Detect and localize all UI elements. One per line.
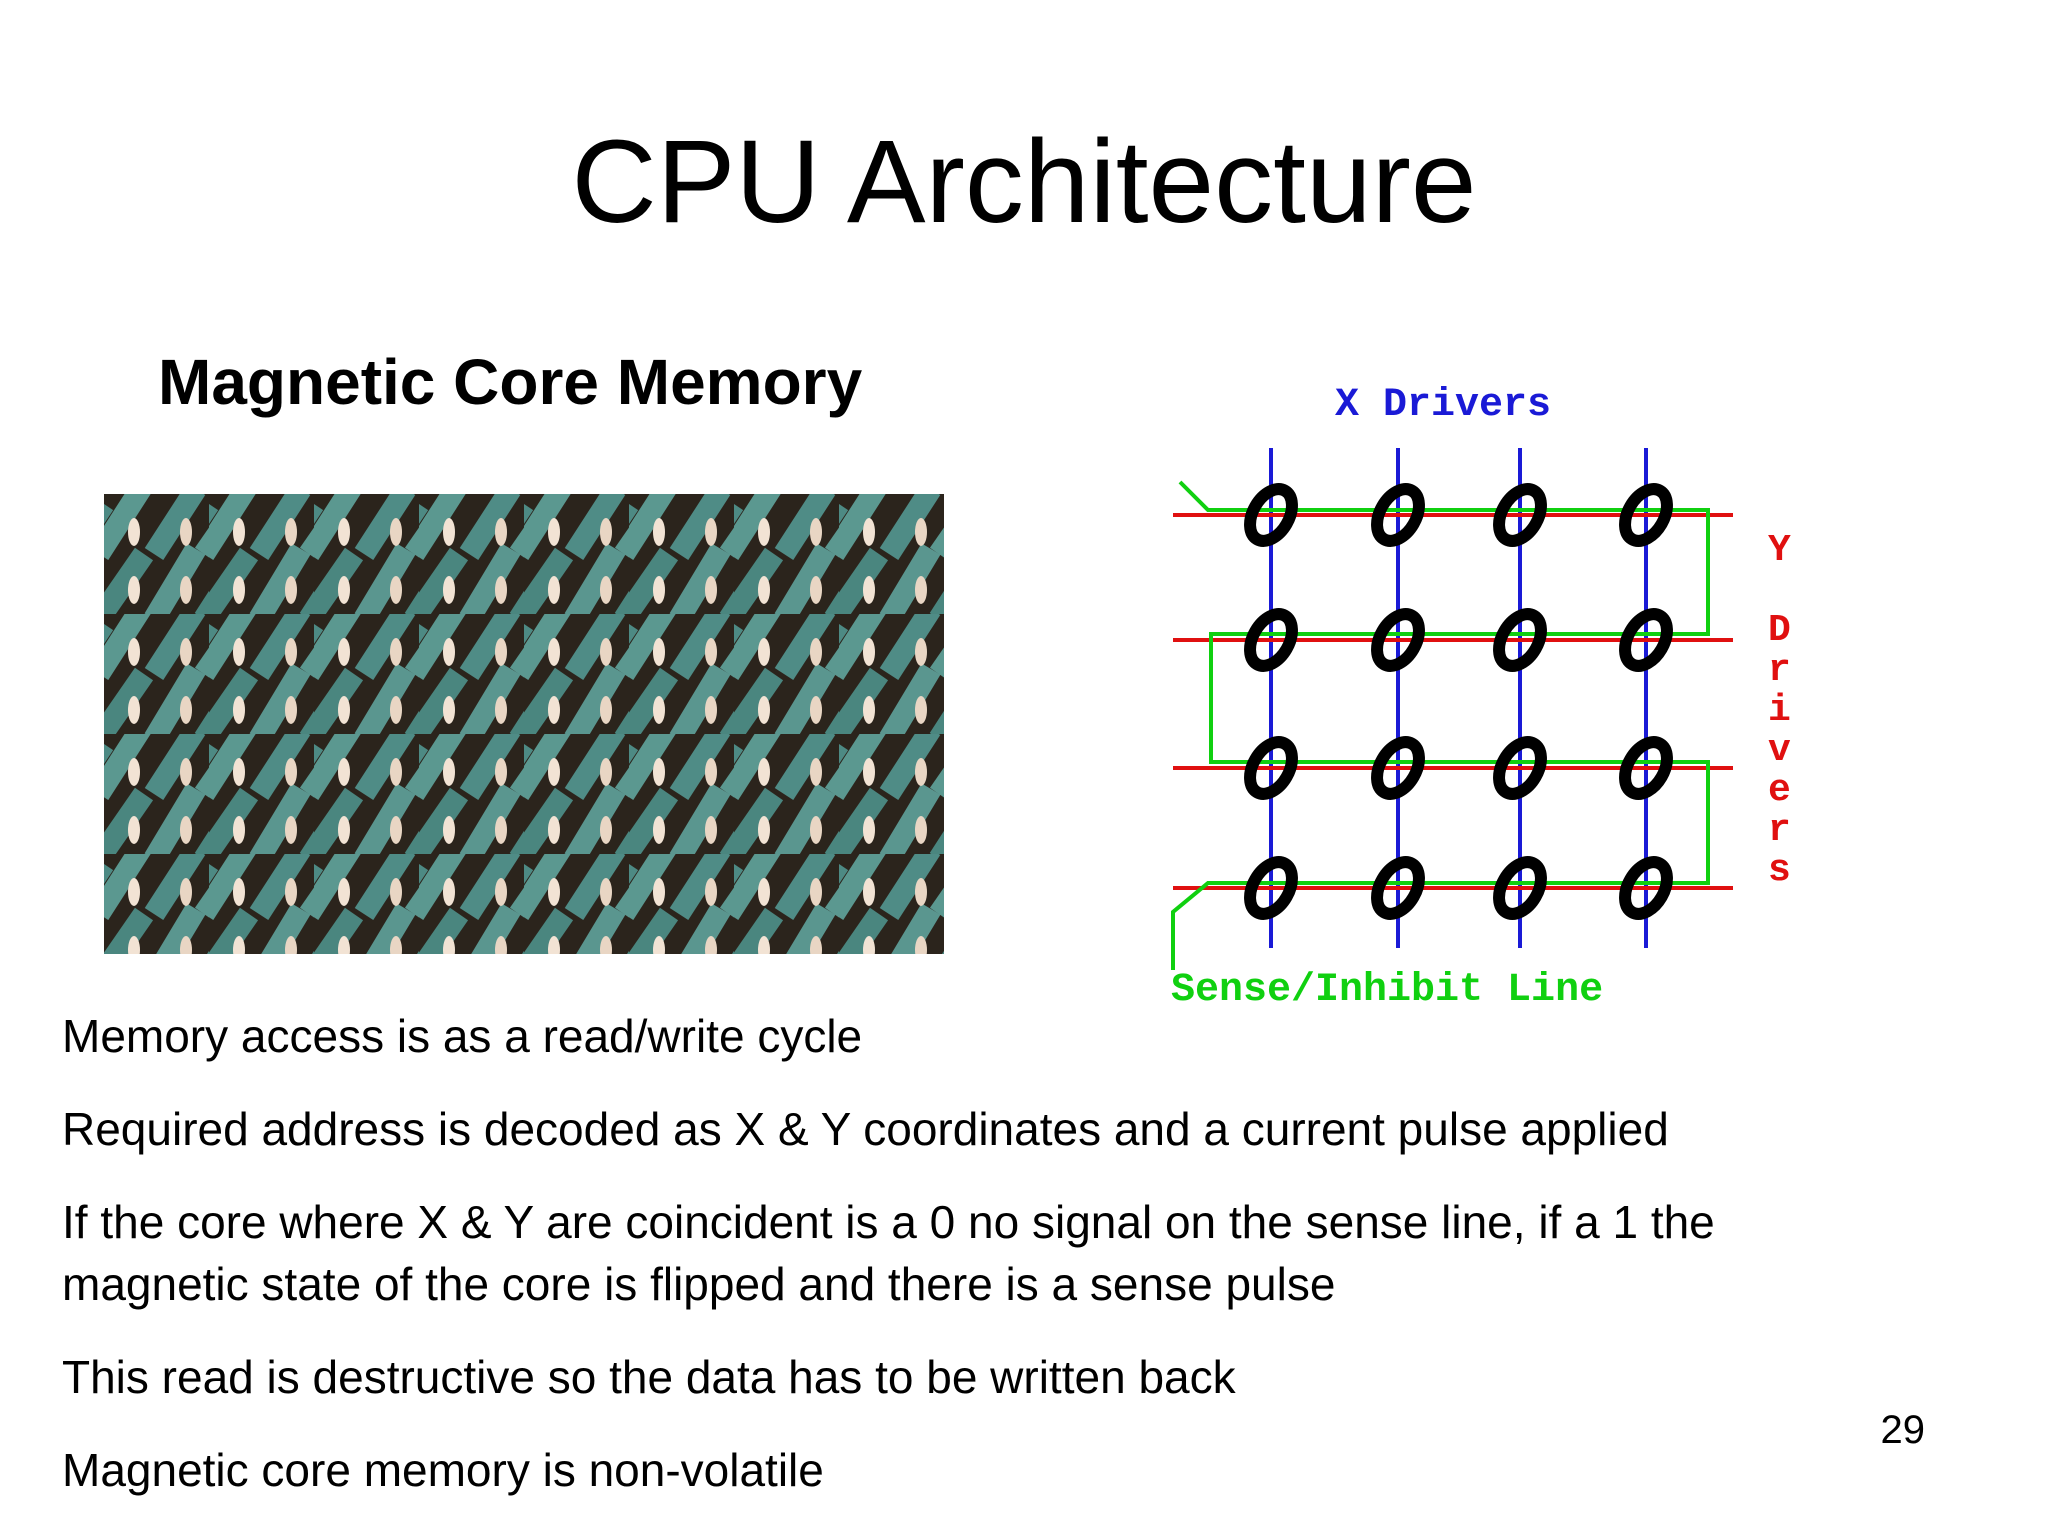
y-drivers-letter: r — [1768, 809, 1791, 852]
slide-subtitle: Magnetic Core Memory — [158, 346, 863, 418]
core-memory-photo — [104, 494, 944, 954]
y-driver-lines — [1173, 513, 1733, 890]
core-grid — [1244, 483, 1673, 920]
page-number: 29 — [1880, 1408, 1926, 1452]
y-drivers-label: Y D r i v e r s — [1768, 529, 1791, 892]
y-drivers-letter: Y — [1768, 529, 1791, 572]
bullet-item: Required address is decoded as X & Y coo… — [62, 1103, 1669, 1155]
bullet-item: Memory access is as a read/write cycle — [62, 1010, 863, 1062]
bullet-item: If the core where X & Y are coincident i… — [62, 1196, 1715, 1248]
y-drivers-letter: v — [1768, 729, 1791, 772]
y-drivers-letter: i — [1768, 689, 1791, 732]
y-drivers-letter: s — [1768, 849, 1791, 892]
y-drivers-letter: D — [1768, 609, 1791, 652]
y-drivers-letter: e — [1768, 769, 1791, 812]
y-drivers-letter: r — [1768, 649, 1791, 692]
bullet-item: Magnetic core memory is non-volatile — [62, 1444, 824, 1496]
bullet-item: This read is destructive so the data has… — [62, 1351, 1236, 1403]
core-memory-photo-image — [104, 494, 944, 954]
slide-title: CPU Architecture — [571, 116, 1477, 248]
sense-inhibit-label: Sense/Inhibit Line — [1171, 968, 1603, 1013]
bullet-item-continuation: magnetic state of the core is flipped an… — [62, 1258, 1336, 1310]
core-memory-diagram: X Drivers — [1108, 370, 1908, 1020]
x-drivers-label: X Drivers — [1335, 383, 1551, 428]
x-driver-lines — [1269, 448, 1648, 948]
